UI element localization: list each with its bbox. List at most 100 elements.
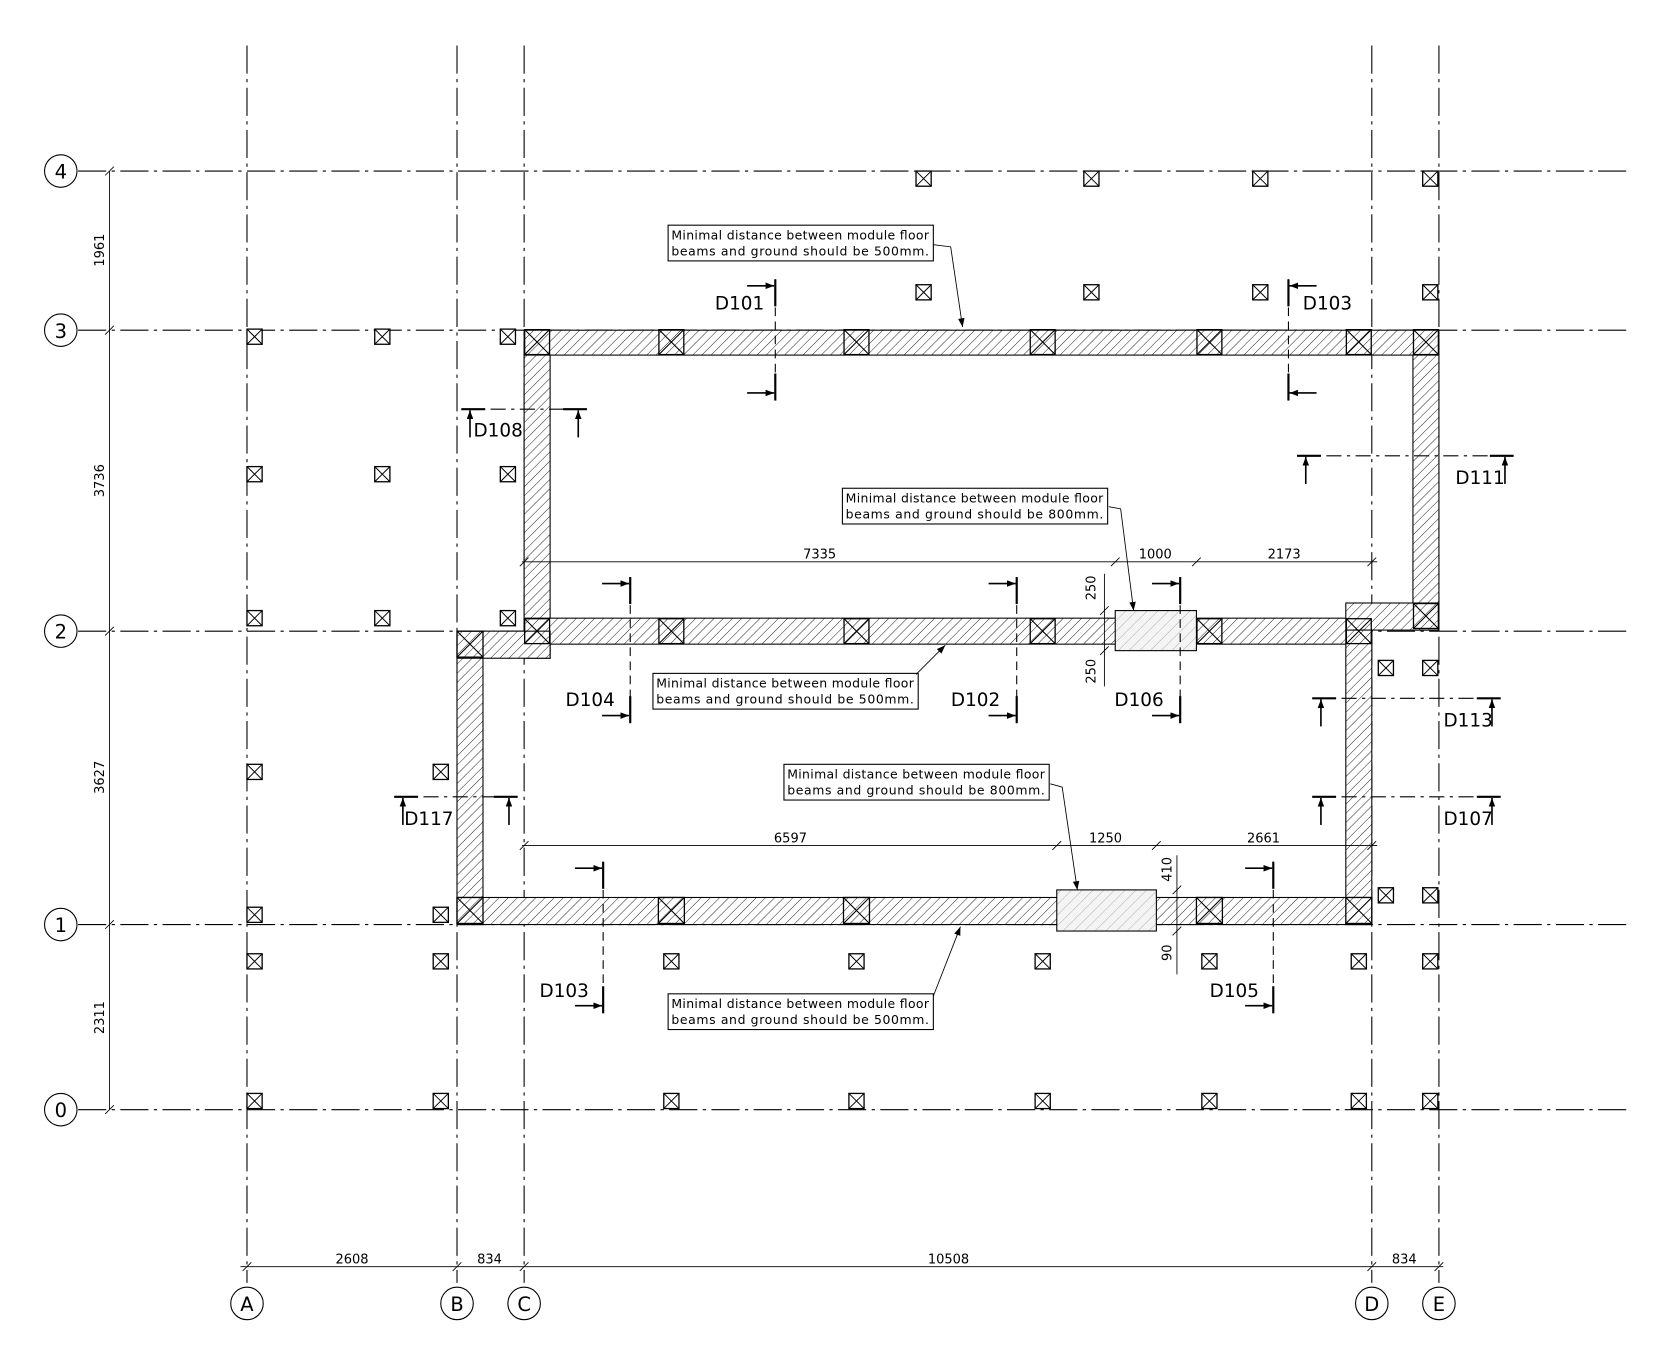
grid-bubble	[43, 154, 78, 188]
grid-bubble	[1422, 1286, 1456, 1321]
pier-cross	[432, 1093, 449, 1109]
pier-cross	[432, 763, 449, 780]
dim-label: 834	[1392, 1252, 1417, 1267]
pier-cross	[848, 1093, 865, 1109]
pier-cross	[848, 953, 865, 970]
column	[842, 896, 871, 925]
column-cross	[1196, 329, 1223, 355]
column	[1412, 329, 1440, 356]
pier-cross	[663, 953, 680, 970]
column-cross	[456, 630, 484, 658]
beams	[456, 329, 1440, 932]
piers	[246, 170, 1439, 1110]
dim-label: 3736	[93, 464, 108, 497]
beam-opening	[1114, 610, 1197, 652]
pier-cross	[1083, 170, 1100, 187]
dim-tick	[1099, 605, 1110, 616]
column	[1345, 329, 1372, 356]
pier-cross	[663, 1093, 680, 1109]
column-cross	[1029, 329, 1056, 355]
pier-cross	[1422, 660, 1439, 676]
pier-cross	[1034, 953, 1051, 970]
pier-cross	[499, 610, 516, 627]
beam	[456, 630, 551, 659]
column-cross	[657, 897, 685, 924]
dim-tick	[104, 626, 115, 636]
grid-label: 0	[55, 1099, 67, 1122]
note-box	[652, 672, 919, 710]
grid-bubble	[43, 907, 78, 942]
pier-cross	[1377, 887, 1394, 904]
dim-tick	[1172, 885, 1182, 895]
dim-tick	[452, 1262, 462, 1272]
column	[1345, 618, 1372, 645]
column	[524, 329, 551, 356]
pier-cross	[246, 953, 263, 970]
dim-tick	[104, 919, 115, 930]
column	[1195, 896, 1224, 925]
dim-tick	[104, 166, 115, 176]
note-text: Minimal distance between module floor	[787, 766, 1046, 781]
grid-label: 3	[55, 320, 67, 343]
dim-label: 3627	[93, 761, 108, 794]
pier-cross	[432, 953, 449, 970]
column-cross	[1345, 618, 1372, 644]
grid-bubble	[1355, 1286, 1389, 1321]
grid-bubble	[43, 614, 78, 648]
section-label: D106	[1114, 690, 1163, 711]
pier-cross	[1377, 660, 1394, 676]
beam	[456, 896, 1373, 926]
dim-tick	[1434, 1262, 1444, 1272]
grid-label: E	[1433, 1293, 1445, 1316]
beam	[1412, 354, 1440, 631]
dim-tick	[1367, 557, 1377, 567]
section-label: D101	[715, 294, 764, 315]
grid-bubble	[507, 1286, 541, 1321]
pier-cross	[1422, 1093, 1439, 1109]
dim-label: 1250	[1089, 831, 1122, 846]
beam	[523, 354, 551, 659]
pier-cross	[1422, 887, 1439, 904]
pier-cross	[374, 466, 391, 483]
column	[658, 329, 685, 356]
dim-label: 2661	[1247, 831, 1280, 846]
column-cross	[1413, 603, 1439, 629]
note-text: Minimal distance between module floor	[656, 675, 915, 690]
beam	[1345, 602, 1440, 631]
pier-cross	[374, 328, 391, 345]
dim-label: 1000	[1139, 548, 1172, 563]
column-cross	[524, 329, 550, 355]
pier-cross	[246, 906, 263, 923]
dim-label: 250	[1085, 575, 1100, 600]
column	[1029, 329, 1056, 356]
grid-bubble	[230, 1286, 264, 1321]
pier-cross	[1201, 953, 1218, 970]
column-cross	[658, 618, 685, 644]
pier-cross	[432, 906, 449, 923]
dim-tick	[1052, 840, 1062, 851]
pier-cross	[1034, 1093, 1051, 1109]
dim-tick	[1151, 840, 1162, 851]
grid-label: C	[517, 1293, 531, 1316]
grid-label: 1	[55, 914, 67, 937]
dim-label: 10508	[928, 1252, 969, 1267]
section-label: D103	[1303, 294, 1352, 315]
dim-tick	[104, 1105, 115, 1115]
pier-cross	[246, 328, 263, 345]
dim-tick	[242, 1262, 252, 1272]
notes: Minimal distance between module floor bea…	[652, 224, 1136, 1031]
column	[658, 618, 685, 645]
note-text: beams and ground should be 500mm.	[656, 692, 914, 707]
beam-opening	[1056, 889, 1157, 932]
column-cross	[1029, 618, 1056, 644]
leader-arrow-icon	[915, 644, 946, 675]
column-cross	[1345, 329, 1372, 355]
column	[524, 618, 551, 645]
pier-cross	[915, 284, 932, 301]
column-cross	[658, 329, 685, 355]
pier-cross	[246, 1093, 263, 1109]
dim-label: 6597	[774, 831, 807, 846]
section-label: D113	[1444, 710, 1493, 731]
